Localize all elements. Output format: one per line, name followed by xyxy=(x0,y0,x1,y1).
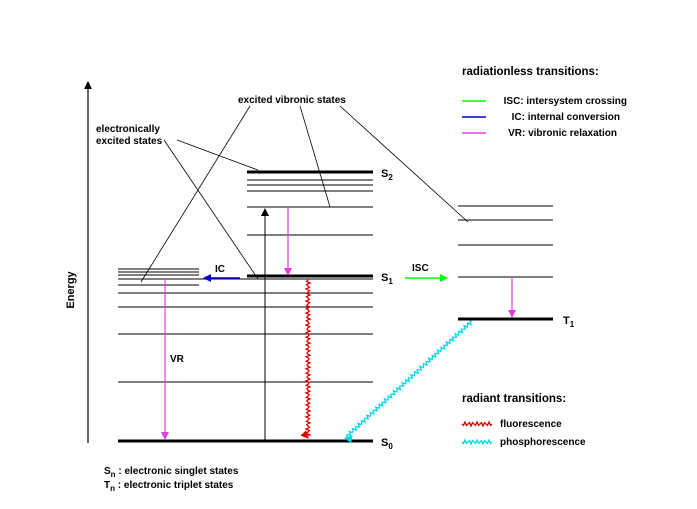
electronically-excited-label-1: electronically xyxy=(96,124,160,135)
s1-label: S1 xyxy=(381,272,393,286)
isc-label: ISC xyxy=(412,263,429,274)
legend-ic-label: IC: internal conversion xyxy=(512,112,620,123)
legend-fluorescence-swatch xyxy=(461,420,493,428)
s1-vibronic-levels xyxy=(247,179,373,236)
s0-label: S0 xyxy=(381,437,393,451)
legend-isc-label: ISC: intersystem crossing xyxy=(504,96,627,107)
legend-radiant-title: radiant transitions: xyxy=(462,393,566,405)
legend-fluorescence-label: fluorescence xyxy=(500,419,562,430)
vr-label: VR xyxy=(170,354,185,365)
electronically-excited-label-2: excited states xyxy=(96,136,163,147)
legend-radiationless-title: radiationless transitions: xyxy=(462,66,599,78)
legend-vr-label: VR: vibronic relaxation xyxy=(508,128,617,139)
fluorescence-arrow xyxy=(300,279,312,439)
energy-axis-label: Energy xyxy=(65,270,77,308)
phosphorescence-arrow xyxy=(344,320,473,444)
t1-vibronic-levels xyxy=(458,205,553,278)
legend-phosphorescence-swatch xyxy=(461,438,493,446)
ic-label: IC xyxy=(215,264,225,275)
footnote-singlet: Sn : electronic singlet states xyxy=(104,466,239,479)
s0-vibronic-levels xyxy=(118,268,373,383)
footnote-triplet: Tn : electronic triplet states xyxy=(104,480,234,493)
annotation-leaders xyxy=(140,105,469,283)
legend-radiant: radiant transitions: fluorescence phosph… xyxy=(461,393,586,448)
t1-label: T1 xyxy=(563,315,575,329)
s2-label: S2 xyxy=(381,168,393,182)
legend-phosphorescence-label: phosphorescence xyxy=(500,437,586,448)
legend-radiationless: radiationless transitions: ISC: intersys… xyxy=(462,66,627,139)
excited-vibronic-label: excited vibronic states xyxy=(238,95,346,106)
